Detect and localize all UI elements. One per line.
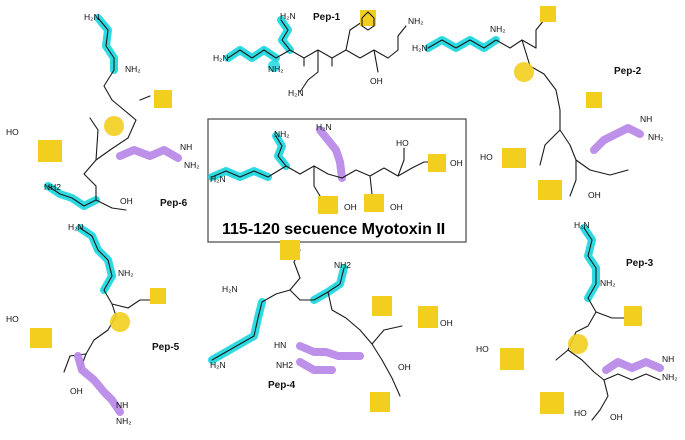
pep1-h2n-bottom: H₂N: [288, 88, 304, 98]
pep6-oh: OH: [120, 196, 133, 206]
pep4-nh2: NH2: [334, 260, 351, 270]
pep2-ho: HO: [480, 152, 493, 162]
pep-3-label: Pep-3: [626, 258, 654, 269]
pep4-oh: OH: [440, 318, 453, 328]
pep4-nh2-arg: NH2: [276, 360, 293, 370]
pep5-oh: OH: [70, 386, 83, 396]
pep5-nh2-arg: NH₂: [116, 416, 132, 426]
center-box-frame: [207, 118, 467, 243]
pep5-h2n: H₂N: [68, 222, 84, 232]
pep-6-structure: H₂N NH₂ HO NH NH₂ NH2 OH Pep-6: [6, 12, 200, 211]
pep6-nh2-arg: NH₂: [184, 160, 200, 170]
pep5-ho: HO: [6, 314, 19, 324]
pep-1-label: Pep-1: [313, 12, 341, 23]
pep5-nh: NH: [116, 400, 128, 410]
pep2-oh: OH: [588, 190, 601, 200]
pep3-nh2: NH₂: [600, 278, 616, 288]
pep2-nh: NH: [640, 114, 652, 124]
pep-4-label: Pep-4: [268, 380, 296, 391]
pep6-h2n: H₂N: [84, 12, 100, 22]
pep3-h2n: H₂N: [574, 220, 590, 230]
center-nh2-lys: NH₂: [274, 129, 290, 139]
pep3-oh: OH: [610, 412, 623, 422]
pep3-ho-2: HO: [574, 408, 587, 418]
center-title: 115-120 secuence Myotoxin II: [222, 221, 445, 238]
pep-3-structure: H₂N NH₂ HO NH NH₂ HO OH Pep-3: [476, 220, 678, 422]
pep4-hn: HN: [274, 340, 286, 350]
center-h2n: H₂N: [210, 174, 226, 184]
center-nh2-arg: H₂N: [316, 122, 332, 132]
pep1-h2n-left: H₂N: [213, 53, 229, 63]
center-oh-1: OH: [344, 202, 357, 212]
pep6-nh: NH: [180, 142, 192, 152]
pep3-nh: NH: [662, 354, 674, 364]
pep-5-label: Pep-5: [152, 342, 180, 353]
pep2-nh2: NH₂: [490, 24, 506, 34]
pep1-nh2-right: NH₂: [408, 16, 424, 26]
pep4-oh-2: OH: [398, 362, 411, 372]
pep2-nh2-arg: NH₂: [648, 132, 664, 142]
pep1-oh: OH: [370, 76, 383, 86]
pep6-nh2: NH₂: [125, 64, 141, 74]
center-ho: HO: [396, 138, 409, 148]
pep1-nh2-top: H₂N: [280, 11, 296, 21]
pep-2-structure: H₂N NH₂ HO NH NH₂ OH Pep-2: [412, 6, 664, 200]
pep6-ho: HO: [6, 127, 19, 137]
pep-2-label: Pep-2: [614, 66, 642, 77]
pep2-h2n: H₂N: [412, 43, 428, 53]
center-sequence-box: NH₂ H₂N H₂N OH OH OH HO 115-120 secuence…: [207, 118, 467, 243]
pep1-nh2-mid: NH₂: [268, 64, 284, 74]
pep-4-structure: H₂N NH2 H₂N HN NH2 OH OH Pep-4: [208, 240, 453, 412]
pep3-nh2-arg: NH₂: [662, 372, 678, 382]
pep6-nh2-alt: NH2: [44, 182, 61, 192]
pep-1-structure: H₂N H₂N NH₂ H₂N NH₂ OH Pep-1: [213, 10, 424, 98]
pep4-h2n-bottom: H₂N: [210, 360, 226, 370]
center-oh-3: OH: [450, 158, 463, 168]
pep4-h2n: H₂N: [222, 284, 238, 294]
pep-5-structure: H₂N NH₂ HO OH NH NH₂ Pep-5: [6, 222, 180, 426]
pep5-nh2: NH₂: [118, 268, 134, 278]
pep3-ho: HO: [476, 344, 489, 354]
pep-6-label: Pep-6: [160, 198, 188, 209]
center-oh-2: OH: [390, 202, 403, 212]
